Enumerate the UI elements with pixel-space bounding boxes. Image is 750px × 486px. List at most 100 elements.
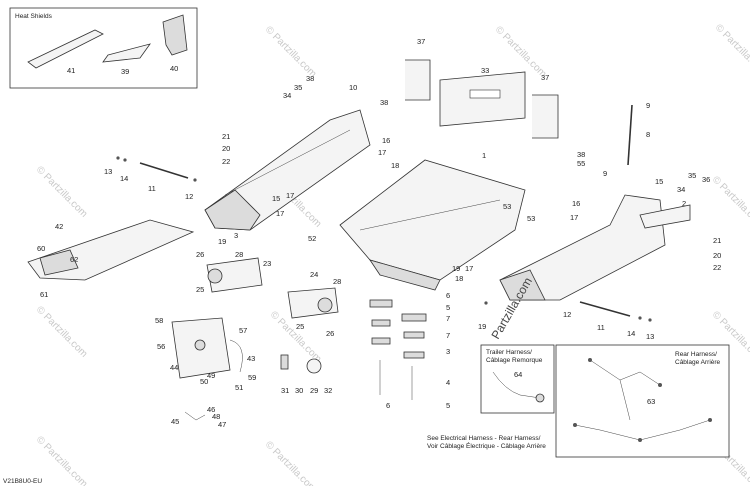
callout-46: 46 [207, 405, 215, 414]
callout-64: 64 [514, 370, 522, 379]
callout-35: 35 [688, 171, 696, 180]
callout-37: 37 [417, 37, 425, 46]
callout-16: 16 [572, 199, 580, 208]
callout-49: 49 [207, 371, 215, 380]
callout-12: 12 [185, 192, 193, 201]
callout-4: 4 [446, 378, 450, 387]
mount-bracket-23 [206, 257, 263, 293]
skid-plate: 42 60 62 61 [27, 219, 195, 299]
callout-25: 25 [296, 322, 304, 331]
callout-1: 1 [482, 151, 486, 160]
callout-5: 5 [446, 401, 450, 410]
callout-22: 22 [222, 157, 230, 166]
cargo-floor [339, 159, 526, 281]
callout-55: 55 [577, 159, 585, 168]
skid-insert [39, 249, 79, 276]
right-frame-rail: 15 35 34 36 2 16 17 21 20 22 [499, 171, 721, 301]
callout-11: 11 [597, 323, 605, 332]
watermark: © Partzilla.com [34, 304, 89, 359]
callout-57: 57 [239, 326, 247, 335]
callout-20: 20 [222, 144, 230, 153]
callout-11: 11 [148, 184, 156, 193]
callout-29: 29 [310, 386, 318, 395]
heat-shield-40 [162, 14, 188, 56]
trailer-harness-inset: Trailer Harness/ Câblage Remorque 64 [480, 344, 555, 414]
latch-group: 46 48 45 47 [171, 405, 226, 429]
callout-18: 18 [455, 274, 463, 283]
callout-21: 21 [713, 236, 721, 245]
gas-strut: 9 8 9 [603, 101, 650, 178]
hardware-column: 6 5 7 7 3 4 6 5 [369, 291, 450, 410]
watermark: © Partzilla.com [34, 164, 89, 219]
watermark: © Partzilla.com [263, 24, 318, 79]
callout-33: 33 [481, 66, 489, 75]
callout-35: 35 [294, 83, 302, 92]
callout-39: 39 [121, 67, 129, 76]
callout-53: 53 [503, 202, 511, 211]
support-bracket-right [532, 94, 559, 139]
rear-harness-inset: Rear Harness/ Câblage Arrière 63 See Ele… [427, 344, 730, 458]
callout-28: 28 [333, 277, 341, 286]
trailer-harness-title: Trailer Harness/ [486, 349, 532, 356]
right-rail-end [499, 269, 546, 301]
control-panel-assembly: 58 57 56 43 44 49 59 50 51 [155, 316, 256, 392]
callout-38: 38 [306, 74, 314, 83]
rear-tailgate-assembly: 37 33 37 38 38 55 [380, 37, 585, 168]
callout-22: 22 [713, 263, 721, 272]
callout-63: 63 [647, 397, 655, 406]
bracket-group-24: 24 28 25 26 [287, 270, 341, 338]
callout-17: 17 [378, 148, 386, 157]
footer-code: V21B8U0-EU [3, 478, 42, 485]
rear-harness-title-fr: Câblage Arrière [675, 359, 721, 366]
callout-17: 17 [570, 213, 578, 222]
callout-45: 45 [171, 417, 179, 426]
callout-15: 15 [655, 177, 663, 186]
rear-harness-title: Rear Harness/ [675, 351, 717, 358]
callout-14: 14 [120, 174, 128, 183]
callout-38: 38 [380, 98, 388, 107]
trailer-harness-title-fr: Câblage Remorque [486, 357, 543, 364]
mount-cylinder-group: 26 28 23 25 [196, 250, 271, 294]
callout-6: 6 [386, 401, 390, 410]
callout-26: 26 [196, 250, 204, 259]
callout-6: 6 [446, 291, 450, 300]
rod-11 [579, 301, 631, 317]
callout-12: 12 [563, 310, 571, 319]
tailgate-logo-plate [469, 89, 501, 99]
callout-7: 7 [446, 331, 450, 340]
callout-28: 28 [235, 250, 243, 259]
callout-62: 62 [70, 255, 78, 264]
callout-42: 42 [55, 222, 63, 231]
watermark: © Partzilla.com [34, 434, 89, 486]
callout-13: 13 [646, 332, 654, 341]
see-note-line2: Voir Câblage Électrique - Câblage Arrièr… [427, 441, 546, 450]
callout-26: 26 [326, 329, 334, 338]
callout-60: 60 [37, 244, 45, 253]
callout-23: 23 [263, 259, 271, 268]
callout-41: 41 [67, 66, 75, 75]
callout-17: 17 [465, 264, 473, 273]
left-rod-group: 13 14 11 12 [104, 156, 197, 201]
center-frame: 16 17 18 1 52 53 53 19 17 18 [308, 136, 535, 291]
support-bracket-left [405, 59, 431, 101]
callout-19: 19 [218, 237, 226, 246]
watermark: © Partzilla.com [263, 439, 318, 486]
callout-50: 50 [200, 377, 208, 386]
callout-10: 10 [349, 83, 357, 92]
strut-rod [627, 104, 633, 166]
tailgate-panel [439, 71, 526, 127]
left-rail-end [204, 189, 261, 231]
callout-14: 14 [627, 329, 635, 338]
callout-3: 3 [234, 231, 238, 240]
callout-13: 13 [104, 167, 112, 176]
callout-48: 48 [212, 412, 220, 421]
heat-shield-41 [27, 29, 104, 69]
callout-61: 61 [40, 290, 48, 299]
callout-2: 2 [682, 199, 686, 208]
callout-9: 9 [646, 101, 650, 110]
callout-18: 18 [391, 161, 399, 170]
callout-40: 40 [170, 64, 178, 73]
callout-43: 43 [247, 354, 255, 363]
callout-19: 19 [452, 264, 460, 273]
callout-34: 34 [677, 185, 685, 194]
